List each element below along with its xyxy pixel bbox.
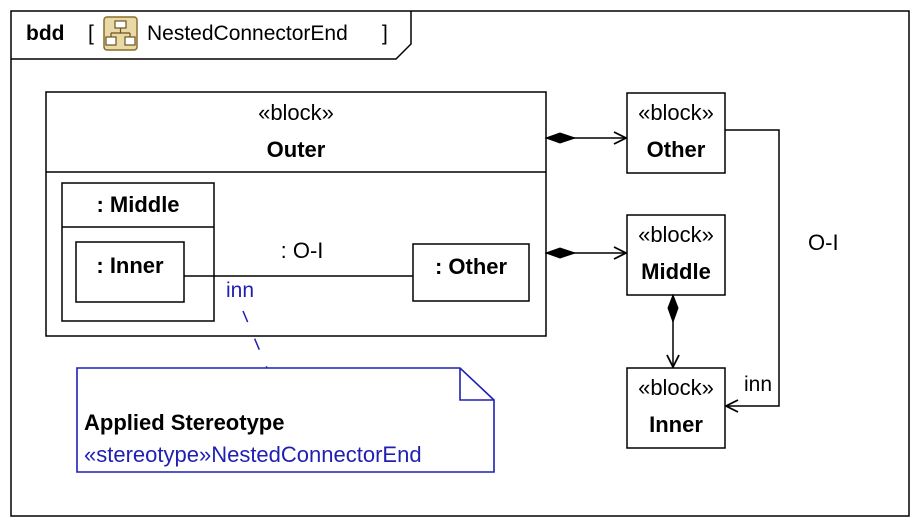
association-end-label: inn bbox=[744, 373, 772, 396]
frame-open-bracket: [ bbox=[88, 22, 94, 45]
block-inner-name: Inner bbox=[649, 412, 703, 437]
part-inner-label: : Inner bbox=[96, 253, 164, 278]
frame-header-tab bbox=[11, 11, 412, 60]
block-middle-name: Middle bbox=[641, 259, 711, 284]
applied-stereotype-note[interactable]: Applied Stereotype «stereotype»NestedCon… bbox=[76, 367, 495, 473]
connector-name: : O-I bbox=[281, 238, 324, 263]
association-other-inner[interactable] bbox=[725, 129, 780, 406]
block-other[interactable]: «block» Other bbox=[626, 92, 726, 174]
block-middle-stereotype: «block» bbox=[638, 222, 714, 247]
block-outer-stereotype: «block» bbox=[258, 100, 334, 125]
part-inner[interactable]: : Inner bbox=[75, 241, 185, 303]
composition-outer-other[interactable] bbox=[544, 133, 626, 143]
block-outer-name: Outer bbox=[267, 137, 326, 162]
part-other-label: : Other bbox=[435, 254, 508, 279]
composition-outer-middle[interactable] bbox=[544, 248, 626, 258]
frame-kind: bdd bbox=[26, 22, 64, 45]
note-title: Applied Stereotype bbox=[84, 410, 284, 435]
block-inner[interactable]: «block» Inner bbox=[626, 367, 726, 449]
association-name: O-I bbox=[808, 230, 839, 255]
part-middle-label: : Middle bbox=[96, 192, 179, 217]
composition-middle-inner[interactable] bbox=[668, 293, 678, 367]
block-other-stereotype: «block» bbox=[638, 100, 714, 125]
block-inner-stereotype: «block» bbox=[638, 375, 714, 400]
block-middle[interactable]: «block» Middle bbox=[626, 214, 726, 296]
note-body: «stereotype»NestedConnectorEnd bbox=[84, 442, 422, 467]
part-other[interactable]: : Other bbox=[412, 243, 530, 302]
connector-end-label: inn bbox=[226, 279, 254, 302]
note-anchor-line bbox=[242, 310, 268, 369]
frame-name: NestedConnectorEnd bbox=[147, 22, 348, 45]
frame-close-bracket: ] bbox=[382, 22, 388, 45]
structure-diagram-icon bbox=[103, 16, 138, 51]
block-other-name: Other bbox=[647, 137, 706, 162]
